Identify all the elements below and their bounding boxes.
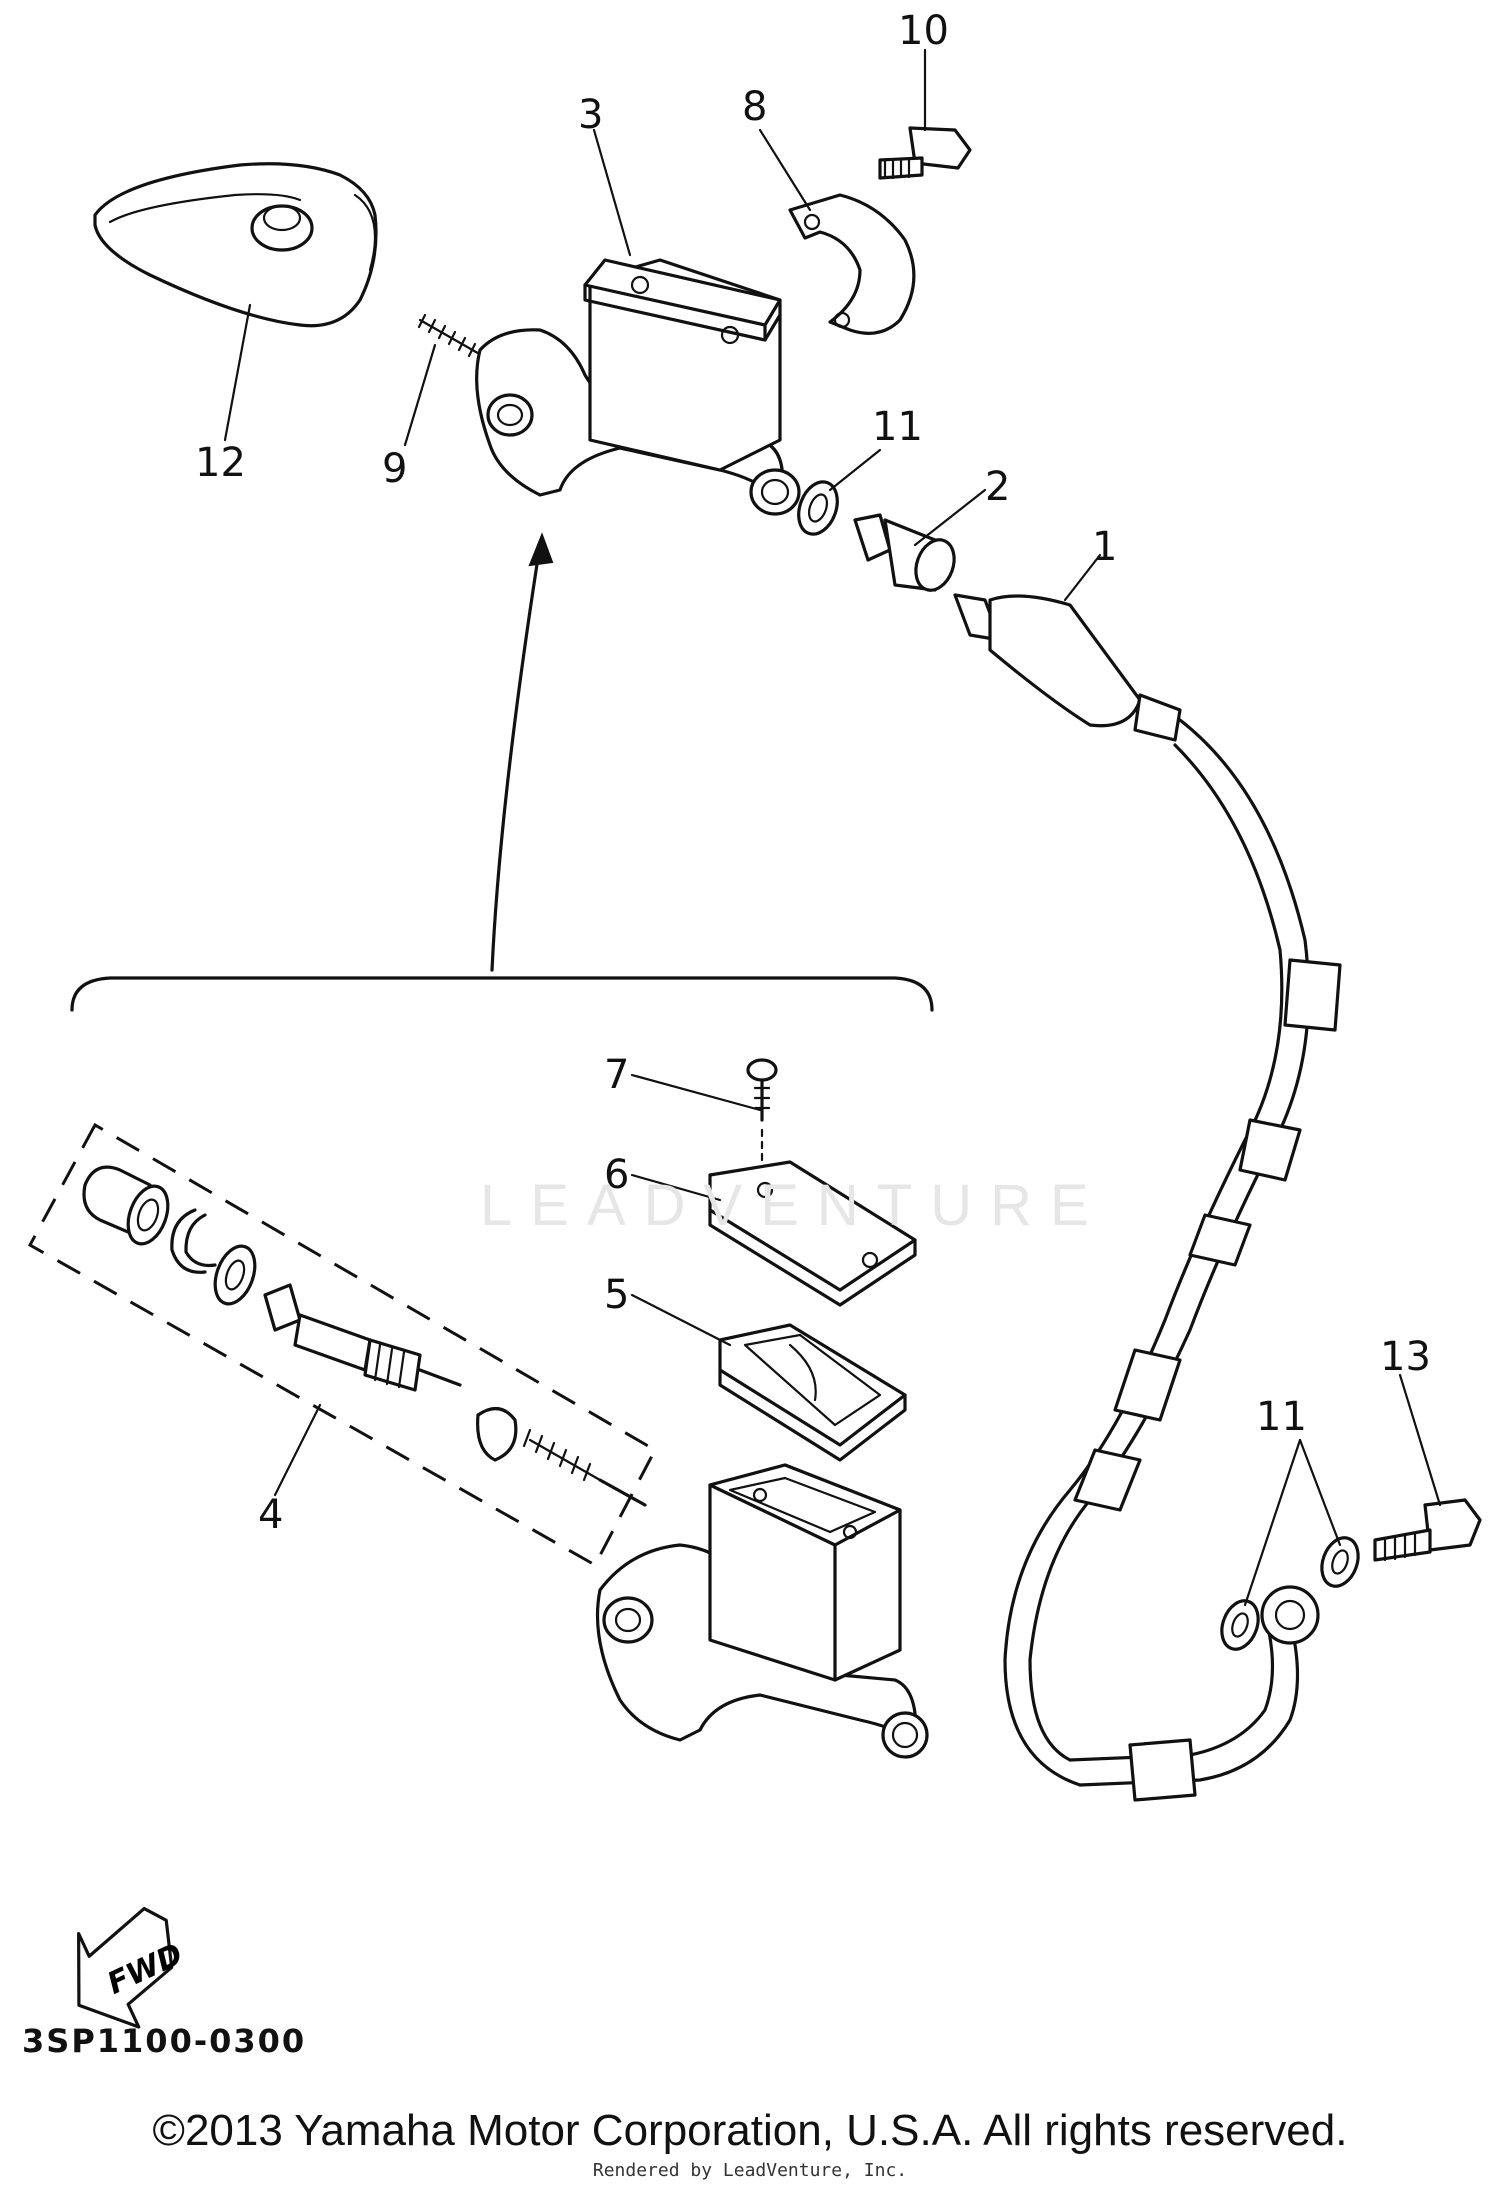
callout-labels: 3 8 10 12 9 11 2 1 7 6 5 4 11 13 [195,8,1431,1538]
copyright-notice: ©2013 Yamaha Motor Corporation, U.S.A. A… [152,2106,1348,2155]
callout-2: 2 [985,464,1010,510]
callout-1: 1 [1092,524,1117,570]
callout-8: 8 [742,84,767,130]
callout-5: 5 [604,1272,629,1318]
part-10-bolt [878,126,972,180]
watermark: LEADVENTURE [480,1173,1107,1238]
part-3-master-cylinder [475,258,801,516]
exploded-cylinder-body [595,1463,929,1759]
callout-4: 4 [258,1492,283,1538]
part-4-piston-kit [27,1122,657,1568]
callout-9: 9 [382,446,407,492]
part-11-washer-top [797,480,839,536]
part-11-washers-bottom [1220,1536,1360,1651]
part-6-reservoir-cap [708,1160,917,1307]
assembly-arrow [490,532,554,972]
callout-3: 3 [578,92,603,138]
part-8-clamp [788,193,916,335]
callout-11-bottom: 11 [1256,1394,1307,1440]
part-2-hose-fitting [853,513,956,592]
rendered-by-note: Rendered by LeadVenture, Inc. [592,2160,908,2181]
callout-10: 10 [898,8,949,54]
callout-7: 7 [604,1052,629,1098]
part-12-union-bolt [1373,1498,1482,1562]
callout-11-top: 11 [872,404,923,450]
leader-lines [223,48,1442,1607]
callout-6: 6 [604,1152,629,1198]
exploded-view-bracket [70,976,934,1012]
part-1-brake-hose [953,593,1342,1802]
part-13-lever-guard [93,162,378,328]
part-7-screw [746,1058,778,1162]
callout-13: 12 [195,440,246,486]
callout-12: 13 [1380,1334,1431,1380]
part-5-diaphragm [718,1323,907,1462]
part-code: 3SP1100-0300 [22,2022,307,2060]
